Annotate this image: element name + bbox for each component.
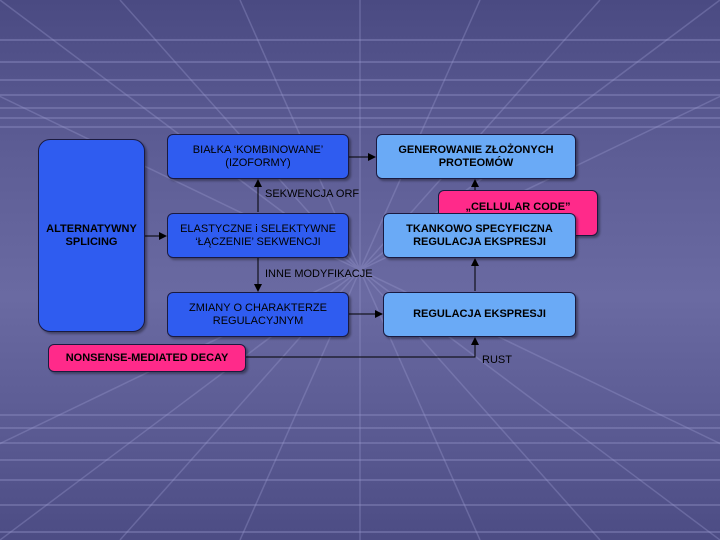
edge-label-inne-modyfikacje: INNE MODYFIKACJE <box>265 268 373 280</box>
alternatywny-splicing-node: ALTERNATYWNY SPLICING <box>38 139 145 332</box>
bialka-node: BIAŁKA ‘KOMBINOWANE’ (IZOFORMY) <box>167 134 349 179</box>
elastyczne-node: ELASTYCZNE i SELEKTYWNE ‘ŁĄCZENIE’ SEKWE… <box>167 213 349 258</box>
nonsense-mediated-decay-node: NONSENSE-MEDIATED DECAY <box>48 344 246 372</box>
elastyczne-label: ELASTYCZNE i SELEKTYWNE ‘ŁĄCZENIE’ SEKWE… <box>180 222 336 248</box>
generowanie-label: GENEROWANIE ZŁOŻONYCH PROTEOMÓW <box>398 143 554 169</box>
alternatywny-splicing-label: ALTERNATYWNY SPLICING <box>46 222 137 248</box>
edge-label-rust: RUST <box>482 354 512 366</box>
arrow-nonsense-to-regulacja <box>246 337 479 358</box>
regulacja-label: REGULACJA EKSPRESJI <box>413 308 546 320</box>
regulacja-node: REGULACJA EKSPRESJI <box>383 292 576 337</box>
zmiany-label: ZMIANY O CHARAKTERZE REGULACYJNYM <box>189 301 327 327</box>
generowanie-node: GENEROWANIE ZŁOŻONYCH PROTEOMÓW <box>376 134 576 179</box>
tkankowo-node: TKANKOWO SPECYFICZNA REGULACJA EKSPRESJI <box>383 213 576 258</box>
bialka-label: BIAŁKA ‘KOMBINOWANE’ (IZOFORMY) <box>192 143 324 169</box>
tkankowo-label: TKANKOWO SPECYFICZNA REGULACJA EKSPRESJI <box>406 222 553 248</box>
edge-label-sekwencja-orf: SEKWENCJA ORF <box>265 188 360 200</box>
cellular-code-label: „CELLULAR CODE” <box>465 201 571 213</box>
nonsense-mediated-decay-label: NONSENSE-MEDIATED DECAY <box>65 351 229 364</box>
zmiany-node: ZMIANY O CHARAKTERZE REGULACYJNYM <box>167 292 349 337</box>
